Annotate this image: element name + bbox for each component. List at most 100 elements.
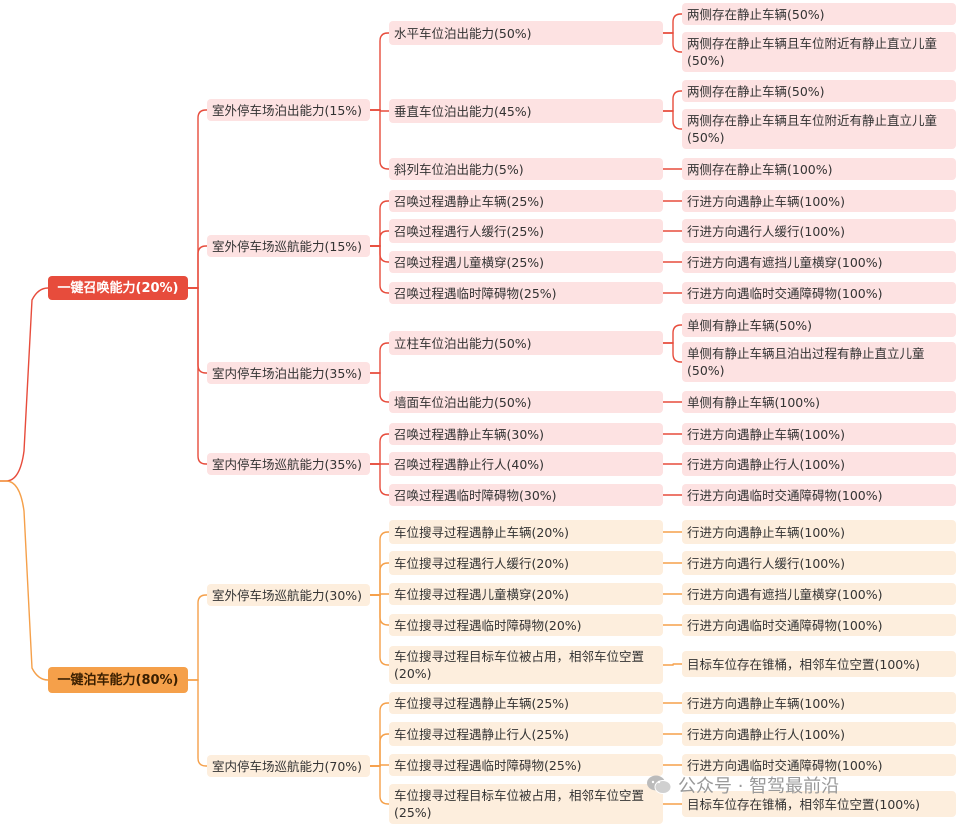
capability-node-label: 车位搜寻过程遇儿童横穿(20%) — [394, 586, 570, 602]
capability-node: 召唤过程遇静止车辆(25%) — [389, 190, 663, 212]
capability-connector — [370, 372, 389, 403]
scenario-node-label: 行进方向遇静止车辆(100%) — [687, 695, 845, 711]
scenario-connector — [663, 13, 682, 34]
scenario-node: 两侧存在静止车辆且车位附近有静止直立儿童 (50%) — [682, 109, 956, 149]
capability-node-label: 召唤过程遇行人缓行(25%) — [394, 223, 545, 239]
capability-node: 召唤过程遇行人缓行(25%) — [389, 219, 663, 243]
scenario-node: 单侧有静止车辆(100%) — [682, 391, 956, 413]
capability-node-label: 车位搜寻过程遇行人缓行(20%) — [394, 555, 570, 571]
scenario-node-label: 两侧存在静止车辆(100%) — [687, 161, 833, 177]
wechat-icon — [646, 774, 672, 796]
capability-node-label: 立柱车位泊出能力(50%) — [394, 335, 532, 351]
category-node: 室内停车场泊出能力(35%) — [207, 362, 370, 384]
scenario-node: 行进方向遇静止行人(100%) — [682, 722, 956, 746]
scenario-node-label: 行进方向遇静止行人(100%) — [687, 456, 845, 472]
capability-connector — [370, 702, 389, 767]
scenario-node: 目标车位存在锥桶，相邻车位空置(100%) — [682, 651, 956, 677]
category-connector — [188, 245, 207, 289]
category-connector — [188, 594, 207, 681]
scenario-node: 两侧存在静止车辆(50%) — [682, 3, 956, 25]
capability-node-label: 车位搜寻过程目标车位被占用，相邻车位空置 (20%) — [394, 649, 645, 681]
scenario-node: 行进方向遇行人缓行(100%) — [682, 551, 956, 575]
capability-node-label: 车位搜寻过程目标车位被占用，相邻车位空置 (25%) — [394, 788, 645, 820]
scenario-node-label: 行进方向遇临时交通障碍物(100%) — [687, 757, 883, 773]
capability-connector — [370, 594, 389, 666]
scenario-node-label: 行进方向遇行人缓行(100%) — [687, 223, 845, 239]
category-node-label: 室外停车场巡航能力(15%) — [212, 238, 363, 254]
capability-node-label: 召唤过程遇临时障碍物(30%) — [394, 487, 557, 503]
root-connector — [0, 480, 49, 681]
category-node: 室外停车场巡航能力(15%) — [207, 235, 370, 257]
capability-node-label: 斜列车位泊出能力(5%) — [394, 161, 524, 177]
capability-node: 斜列车位泊出能力(5%) — [389, 158, 663, 180]
capability-connector — [370, 245, 389, 294]
capability-node: 车位搜寻过程目标车位被占用，相邻车位空置 (20%) — [389, 646, 663, 684]
scenario-node: 两侧存在静止车辆(50%) — [682, 80, 956, 102]
capability-node-label: 召唤过程遇儿童横穿(25%) — [394, 254, 545, 270]
watermark: 公众号 · 智驾最前沿 — [646, 772, 839, 798]
root-node-label: 一键泊车能力(80%) — [57, 672, 179, 688]
capability-connector — [370, 765, 389, 805]
scenario-node-label: 单侧有静止车辆且泊出过程有静止直立儿童 (50%) — [687, 346, 925, 378]
capability-node-label: 车位搜寻过程遇静止行人(25%) — [394, 726, 570, 742]
capability-node: 车位搜寻过程遇儿童横穿(20%) — [389, 583, 663, 605]
scenario-node: 行进方向遇静止车辆(100%) — [682, 692, 956, 714]
capability-node: 车位搜寻过程遇静止车辆(25%) — [389, 692, 663, 714]
capability-node-label: 车位搜寻过程遇临时障碍物(20%) — [394, 617, 582, 633]
scenario-node-label: 两侧存在静止车辆且车位附近有静止直立儿童 (50%) — [687, 113, 938, 145]
scenario-node-label: 行进方向遇有遮挡儿童横穿(100%) — [687, 254, 883, 270]
capability-node: 车位搜寻过程遇静止车辆(20%) — [389, 520, 663, 544]
watermark-text: 公众号 · 智驾最前沿 — [678, 776, 840, 797]
category-node-label: 室内停车场泊出能力(35%) — [212, 365, 363, 381]
capability-node: 召唤过程遇临时障碍物(30%) — [389, 484, 663, 506]
scenario-node-label: 两侧存在静止车辆(50%) — [687, 83, 825, 99]
capability-node-label: 召唤过程遇静止行人(40%) — [394, 456, 545, 472]
scenario-connector — [663, 324, 682, 344]
scenario-node-label: 两侧存在静止车辆且车位附近有静止直立儿童 (50%) — [687, 36, 938, 68]
capability-connector — [370, 109, 389, 170]
capability-node-label: 车位搜寻过程遇静止车辆(25%) — [394, 695, 570, 711]
capability-node: 车位搜寻过程遇临时障碍物(20%) — [389, 614, 663, 636]
capability-node: 召唤过程遇静止车辆(30%) — [389, 423, 663, 445]
scenario-node: 行进方向遇静止车辆(100%) — [682, 520, 956, 544]
scenario-node-label: 行进方向遇静止车辆(100%) — [687, 524, 845, 540]
capability-node-label: 召唤过程遇静止车辆(25%) — [394, 193, 545, 209]
scenario-node: 目标车位存在锥桶，相邻车位空置(100%) — [682, 791, 956, 817]
scenario-node-label: 行进方向遇静止车辆(100%) — [687, 426, 845, 442]
scenario-node: 行进方向遇临时交通障碍物(100%) — [682, 484, 956, 506]
capability-node: 墙面车位泊出能力(50%) — [389, 391, 663, 413]
capability-node: 车位搜寻过程遇临时障碍物(25%) — [389, 754, 663, 776]
scenario-node: 行进方向遇有遮挡儿童横穿(100%) — [682, 583, 956, 605]
scenario-node-label: 行进方向遇临时交通障碍物(100%) — [687, 285, 883, 301]
scenario-connector — [663, 90, 682, 112]
scenario-node: 两侧存在静止车辆且车位附近有静止直立儿童 (50%) — [682, 32, 956, 72]
scenario-node-label: 行进方向遇有遮挡儿童横穿(100%) — [687, 586, 883, 602]
category-node: 室内停车场巡航能力(35%) — [207, 453, 370, 475]
capability-node-label: 车位搜寻过程遇静止车辆(20%) — [394, 524, 570, 540]
capability-connector — [370, 531, 389, 596]
scenario-node-label: 行进方向遇行人缓行(100%) — [687, 555, 845, 571]
category-connector — [188, 287, 207, 465]
scenario-connector — [663, 342, 682, 363]
capability-node: 召唤过程遇临时障碍物(25%) — [389, 282, 663, 304]
capability-node-label: 车位搜寻过程遇临时障碍物(25%) — [394, 757, 582, 773]
category-node-label: 室外停车场巡航能力(30%) — [212, 587, 363, 603]
scenario-connector — [663, 663, 682, 666]
root-node: 一键泊车能力(80%) — [48, 667, 188, 693]
capability-node: 召唤过程遇儿童横穿(25%) — [389, 251, 663, 273]
capability-node: 立柱车位泊出能力(50%) — [389, 331, 663, 355]
category-node: 室内停车场巡航能力(70%) — [207, 755, 370, 777]
capability-node-label: 墙面车位泊出能力(50%) — [394, 394, 532, 410]
capability-node-label: 垂直车位泊出能力(45%) — [394, 103, 532, 119]
category-node: 室外停车场泊出能力(15%) — [207, 99, 370, 121]
category-node-label: 室内停车场巡航能力(35%) — [212, 456, 363, 472]
scenario-node: 行进方向遇静止车辆(100%) — [682, 423, 956, 445]
capability-connector — [370, 433, 389, 465]
capability-node-label: 召唤过程遇临时障碍物(25%) — [394, 285, 557, 301]
capability-node: 车位搜寻过程遇行人缓行(20%) — [389, 551, 663, 575]
capability-connector — [370, 200, 389, 247]
scenario-node: 行进方向遇行人缓行(100%) — [682, 219, 956, 243]
capability-connector — [370, 562, 389, 596]
scenario-node: 行进方向遇临时交通障碍物(100%) — [682, 754, 956, 776]
